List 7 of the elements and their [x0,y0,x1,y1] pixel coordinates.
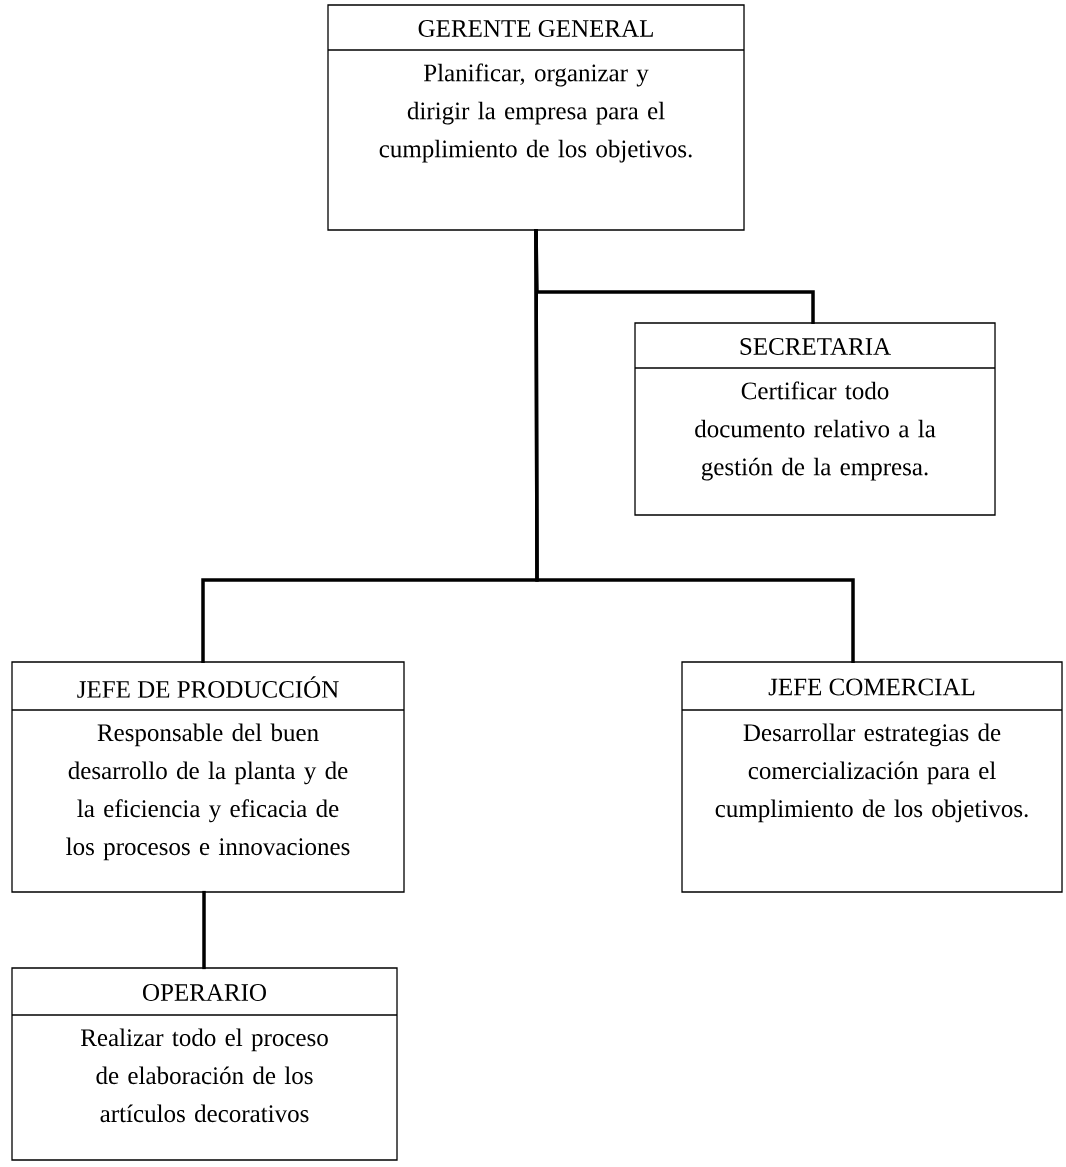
org-box: JEFE DE PRODUCCIÓN Responsable del buen desarrollo de la planta y de la eficiencia y eficacia de los procesos e innovaciones [11,661,405,893]
org-box: JEFE COMERCIAL Desarrollar estrategias de comercialización para el cumplimiento de los objetivos. [681,661,1063,893]
org-box: OPERARIO Realizar todo el proceso de elaboración de los artículos decorativos [11,967,398,1161]
connector-line [202,890,206,970]
connector-line [534,228,855,664]
org-box: SECRETARIA Certificar todo documento relativo a la gestión de la empresa. [634,322,996,516]
org-box: GERENTE GENERAL Planificar, organizar y dirigir la empresa para el cumplimiento de los objetivos. [327,4,745,231]
